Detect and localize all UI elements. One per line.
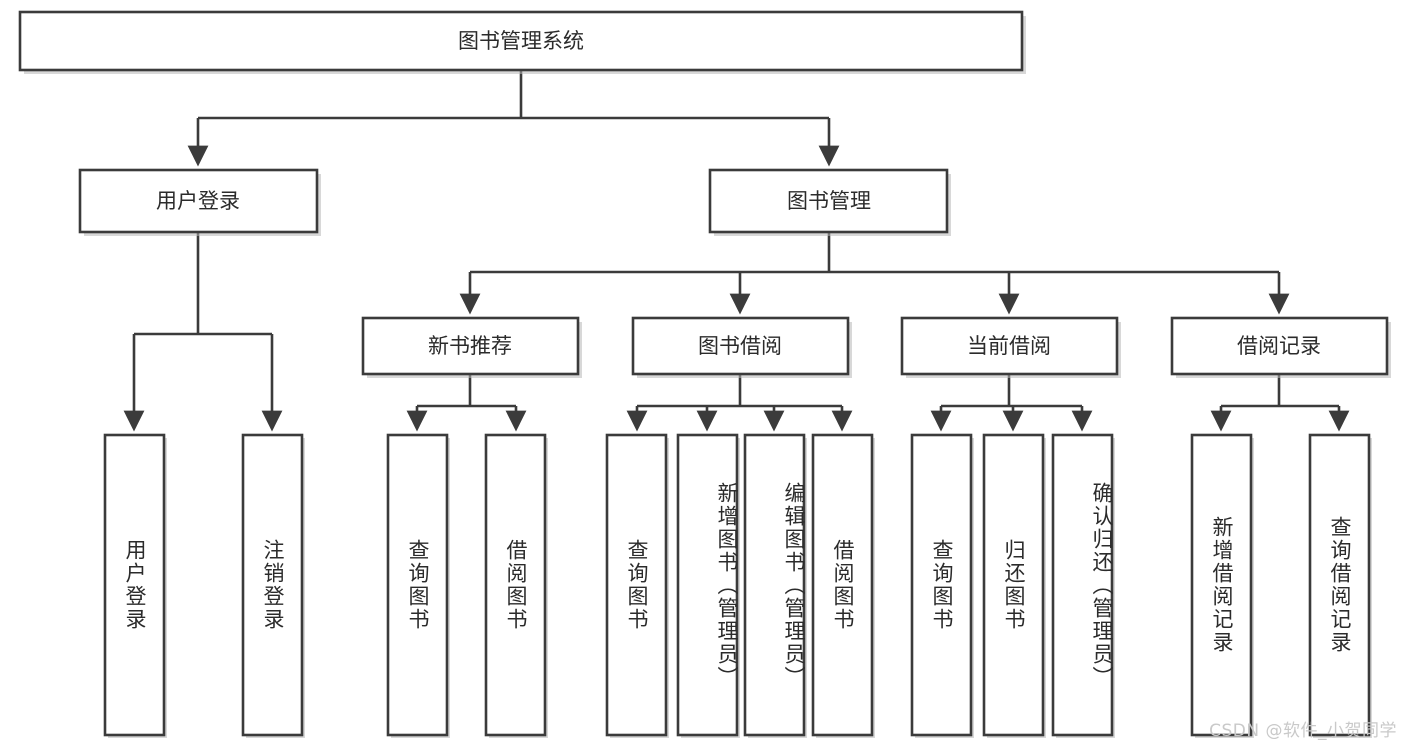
node-new-book-recommend-box[interactable] (361, 316, 580, 376)
leaf-bb-borrow-book-box[interactable] (811, 433, 874, 737)
node-current-borrow-label: 当前借阅 (967, 334, 1051, 358)
node-book-manage[interactable]: 图书管理 (708, 168, 951, 236)
leaf-rec-query-book-box[interactable] (386, 433, 449, 737)
leaf-cb-confirm-return-box[interactable] (1051, 433, 1114, 737)
csdn-watermark: CSDN @软件_小贺同学 (1209, 721, 1397, 741)
node-borrow-record-label: 借阅记录 (1237, 334, 1321, 358)
leaf-br-add-record-box[interactable] (1190, 433, 1253, 737)
leaf-bb-add-book-box[interactable] (676, 433, 739, 737)
leaf-rec-borrow-book-box[interactable] (484, 433, 547, 737)
leaf-logout-box[interactable] (241, 433, 304, 737)
leaf-br-query-record-box[interactable] (1308, 433, 1371, 737)
node-current-borrow[interactable]: 当前借阅 (900, 316, 1121, 378)
node-root-box[interactable] (18, 10, 1024, 72)
node-new-book-recommend[interactable]: 新书推荐 (361, 316, 582, 378)
node-user-login[interactable]: 用户登录 (78, 168, 321, 236)
node-book-borrow-label: 图书借阅 (698, 334, 782, 358)
node-borrow-record[interactable]: 借阅记录 (1170, 316, 1391, 378)
node-user-login-label: 用户登录 (156, 189, 240, 213)
node-root[interactable]: 图书管理系统 (18, 10, 1026, 74)
leaf-node-group (103, 433, 1372, 738)
node-book-manage-box[interactable] (708, 168, 949, 234)
node-book-borrow-box[interactable] (631, 316, 850, 376)
node-user-login-box[interactable] (78, 168, 319, 234)
node-book-borrow[interactable]: 图书借阅 (631, 316, 852, 378)
node-book-manage-label: 图书管理 (787, 189, 871, 213)
leaf-cb-return-book-box[interactable] (982, 433, 1045, 737)
leaf-bb-edit-book-box[interactable] (743, 433, 806, 737)
node-new-book-recommend-label: 新书推荐 (428, 334, 512, 358)
leaf-user-login-box[interactable] (103, 433, 166, 737)
leaf-cb-query-book-box[interactable] (910, 433, 973, 737)
leaf-bb-query-book-box[interactable] (605, 433, 668, 737)
edge-group (123, 70, 1350, 432)
node-current-borrow-box[interactable] (900, 316, 1119, 376)
node-root-label: 图书管理系统 (458, 29, 584, 53)
node-borrow-record-box[interactable] (1170, 316, 1389, 376)
